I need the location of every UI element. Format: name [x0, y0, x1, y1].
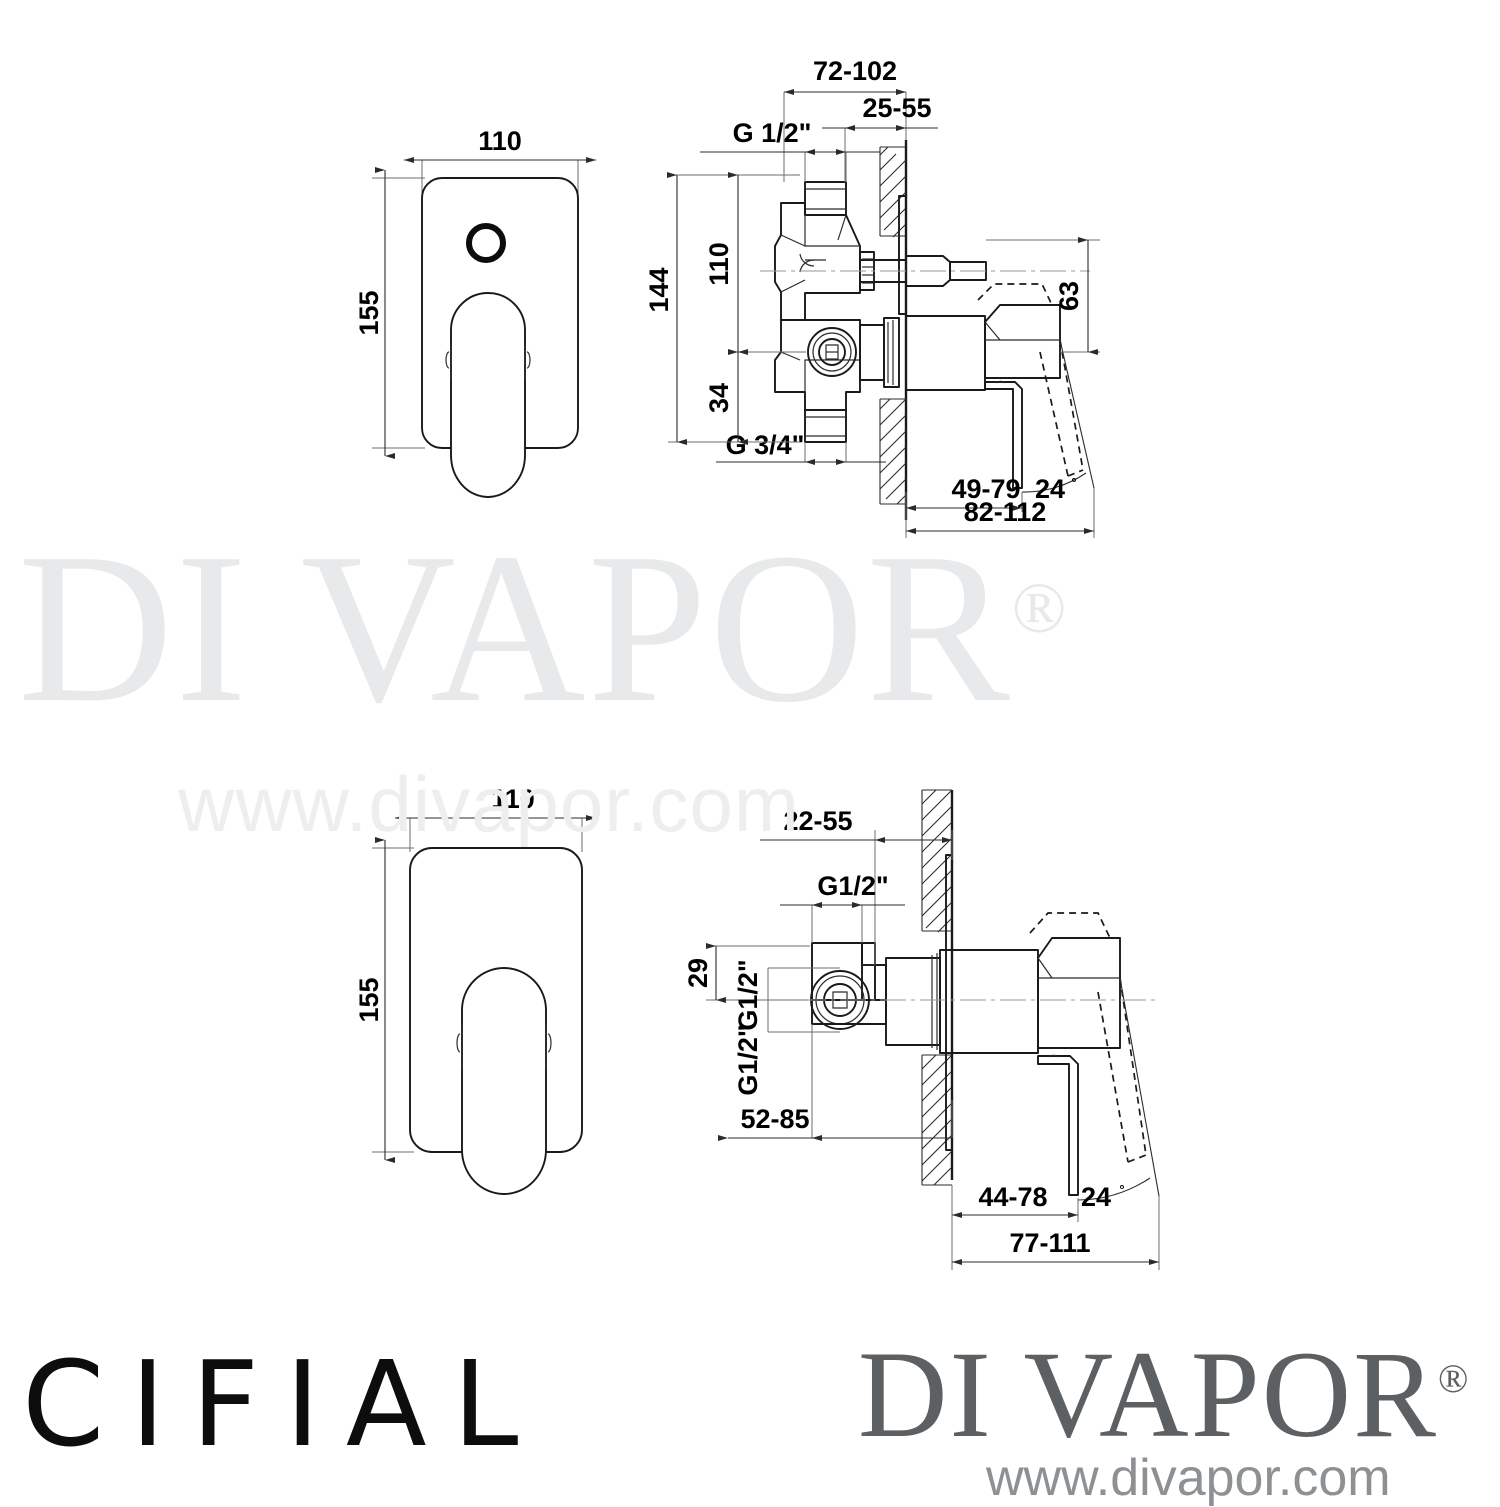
valve-body-upper — [774, 202, 861, 321]
dim-72-102: 72-102 — [813, 56, 897, 86]
wall-hatch-lower — [879, 398, 907, 505]
escutcheon-body-side-2 — [951, 949, 1039, 1054]
handle-hub-alt-outline-2 — [1029, 912, 1111, 939]
dim-g-half-top: G 1/2" — [733, 118, 812, 148]
drawing-front-view-diverter: 110 155 — [354, 126, 596, 498]
lever-swing-outline-a — [1059, 339, 1084, 471]
wall-flange-2 — [945, 854, 953, 1151]
angle-arc-24-2 — [1077, 1177, 1151, 1201]
diverter-button-icon — [466, 223, 506, 263]
wall-hatch-lower-2 — [921, 1054, 953, 1186]
cartridge-shoulder — [883, 317, 900, 388]
dim-82-112: 82-112 — [964, 497, 1047, 527]
dim-34: 34 — [704, 383, 734, 413]
dim-144: 144 — [644, 267, 674, 312]
drawing-side-section-diverter: 72-102 25-55 G 1/2" G 3/4" 144 110 34 — [644, 56, 1100, 538]
handle-hub-2 — [1037, 937, 1121, 1049]
logo-divapor-name: DI VAPOR® — [858, 1331, 1488, 1458]
outlet-spigot-bottom — [804, 409, 847, 443]
lever-swing-tip — [1067, 469, 1084, 477]
drawing-front-view-single: 110 155 — [354, 784, 596, 1195]
dim-63: 63 — [1054, 281, 1084, 311]
lever-swing-tip-2 — [1127, 1154, 1147, 1163]
dim-44-78: 44-78 — [978, 1182, 1047, 1212]
lever-stem-2 — [1037, 1055, 1079, 1196]
dim-110-bottom-left: 110 — [491, 784, 535, 814]
inlet-elbow-neck — [861, 942, 876, 966]
dim-24-degrees-bottom: 24 — [1081, 1182, 1111, 1212]
dim-g-half-vert-b: G1/2" — [733, 1024, 763, 1095]
spline-collar — [859, 251, 875, 291]
dim-g-half-top-2: G1/2" — [817, 871, 888, 901]
handle-hub-alt-outline — [977, 283, 1053, 306]
dim-77-111: 77-111 — [1009, 1228, 1090, 1258]
logo-divapor-text: DI VAPOR — [858, 1326, 1438, 1463]
escutcheon-body-side — [905, 315, 986, 391]
dim-52-85: 52-85 — [740, 1104, 809, 1134]
lever-swing-outline-2b — [1097, 991, 1129, 1163]
inlet-body-skirt — [811, 999, 887, 1025]
lever-swing-outline-2a — [1119, 977, 1147, 1156]
dim-25-55: 25-55 — [862, 93, 931, 123]
lever-handle — [450, 292, 526, 498]
lever-handle-single — [461, 967, 547, 1195]
inlet-spigot-top — [804, 181, 847, 216]
dim-155-bottom-left: 155 — [354, 977, 384, 1022]
dim-110-top-left: 110 — [478, 126, 522, 156]
logo-cifial: CIFIAL — [22, 1335, 545, 1473]
logo-divapor: DI VAPOR® www.divapor.com — [858, 1331, 1488, 1507]
wall-hatch-upper-2 — [921, 789, 953, 933]
inlet-elbow-transition — [874, 964, 887, 1001]
drawing-side-section-single: 22-55 G1/2" 29 G1/2" G1/2" 52-85 44-78 2… — [683, 789, 1160, 1270]
dim-g-threequarter-bottom: G 3/4" — [726, 430, 805, 460]
dim-22-55: 22-55 — [783, 806, 852, 836]
logo-divapor-url: www.divapor.com — [986, 1449, 1391, 1507]
dim-49-79: 49-79 — [951, 474, 1020, 504]
wall-flange — [898, 195, 907, 315]
lever-swing-outline-b — [1039, 351, 1069, 477]
angle-arc-24 — [1021, 472, 1087, 493]
cartridge-barrel — [859, 324, 885, 381]
dim-g-half-vert-a: G1/2" — [733, 959, 763, 1030]
handle-hub — [984, 304, 1061, 379]
degree-symbol-bottom: ° — [1119, 1182, 1124, 1197]
dim-155-top-left: 155 — [354, 290, 384, 335]
cartridge-outer-ring — [807, 327, 857, 377]
dim-110-side: 110 — [704, 242, 734, 286]
logo-registered-icon: ® — [1437, 1356, 1471, 1401]
diverter-nipple — [949, 261, 987, 281]
degree-symbol-top: ° — [1071, 475, 1076, 490]
lever-stem — [984, 381, 1023, 489]
dim-29: 29 — [683, 958, 713, 988]
wall-hatch-upper — [879, 146, 907, 238]
dim-24-degrees-top: 24 — [1035, 474, 1065, 504]
